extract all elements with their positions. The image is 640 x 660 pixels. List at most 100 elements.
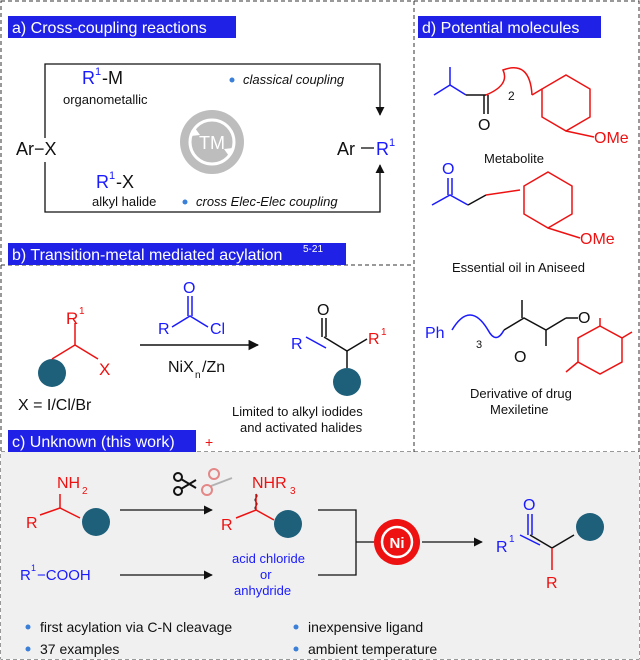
r1cooh-rest: −COOH (37, 567, 91, 584)
cross-elec-label: cross Elec-Elec coupling (196, 194, 338, 209)
prod-c-r1: R (496, 539, 508, 556)
r1x-sup: 1 (109, 170, 115, 182)
metabolite-sub2: 2 (508, 89, 515, 103)
reagent-sub-n: n (195, 370, 201, 381)
derivative-label-1: Derivative of drug (470, 386, 572, 401)
anethole-ome: OMe (580, 231, 615, 248)
plus-mark: + (205, 434, 213, 450)
acid-chloride-label: acid chloride (232, 551, 305, 566)
metabolite-ome: OMe (594, 130, 629, 147)
sub3: 3 (476, 339, 482, 351)
organometallic-label: organometallic (63, 92, 148, 107)
x-definition: X = I/Cl/Br (18, 397, 92, 414)
acyl-chloride-structure: O R Cl (158, 280, 225, 338)
bullet-2: inexpensive ligand (308, 619, 423, 635)
mex-ether-o: O (578, 310, 590, 327)
bullet-dot (293, 624, 299, 630)
metabolite-label: Metabolite (484, 151, 544, 166)
r1x-r: R (96, 172, 109, 192)
prod-b-r1-sup: 1 (381, 327, 387, 338)
r1-label: R (376, 139, 389, 159)
bullet-dot (25, 624, 31, 630)
activated-amine-structure: NHR 3 R (221, 475, 302, 538)
classical-route-arrow (44, 63, 385, 138)
panel-b-header-bg (8, 243, 346, 265)
panel-d-header: d) Potential molecules (422, 20, 579, 37)
ph-label: Ph (425, 325, 445, 342)
acyl-cl: Cl (210, 321, 225, 338)
prod-c-r1-sup: 1 (509, 534, 515, 545)
alkyl-halide-label: alkyl halide (92, 194, 156, 209)
amine-r: R (26, 515, 38, 532)
or-label: or (260, 567, 272, 582)
bullet-dot (25, 646, 31, 652)
r1cooh-sup1: 1 (31, 563, 36, 573)
scissors-icon (173, 468, 233, 496)
mex-ketone-o: O (514, 349, 526, 366)
anethole-structure: O OMe (431, 161, 615, 248)
r1-sup: 1 (389, 137, 395, 149)
prod-b-r1: R (368, 331, 380, 348)
panel-a-header-bg (8, 16, 236, 38)
panel-c-background (1, 452, 639, 659)
panel-b: b) Transition-metal mediated acylation 5… (8, 243, 387, 435)
bullet-3: 37 examples (40, 641, 119, 657)
nh2-label: NH (57, 475, 80, 492)
nh2-sub: 2 (82, 486, 88, 497)
metabolite-o: O (478, 117, 490, 134)
metabolite-structure: O 2 OMe (433, 67, 629, 147)
nickel-catalyst-icon: Ni (374, 519, 420, 565)
reagent-zn: /Zn (202, 359, 225, 376)
product-b-structure: O R R 1 (291, 302, 387, 396)
substrate-r1: R (66, 309, 78, 328)
limited-note-1: Limited to alkyl iodides (232, 404, 363, 419)
acyl-o: O (183, 280, 195, 297)
prod-b-o: O (317, 302, 329, 319)
mexiletine-derivative-structure: Ph 3 O O (425, 300, 633, 375)
nhr3-label: NHR (252, 475, 287, 492)
r1cooh-r: R (20, 567, 31, 584)
panel-c-header: c) Unknown (this work) (12, 434, 175, 451)
anhydride-label: anhydride (234, 583, 291, 598)
prod-b-r: R (291, 336, 303, 353)
panel-c-header-bg (8, 430, 196, 452)
substrate-x: X (99, 360, 110, 379)
substrate-bonds (51, 323, 76, 360)
bullet-4: ambient temperature (308, 641, 437, 657)
substrate-ball-icon (38, 359, 66, 387)
panel-a: a) Cross-coupling reactions Ar−X Ar R 1 … (8, 16, 395, 213)
tm-catalyst-icon: TM (180, 110, 244, 174)
reagent-nix: NiX (168, 359, 194, 376)
bullet-dot (293, 646, 299, 652)
nhr3-sub: 3 (290, 486, 296, 497)
essential-oil-label: Essential oil in Aniseed (452, 260, 585, 275)
cross-elec-route-arrow (44, 162, 385, 213)
r1m-sup: 1 (95, 66, 101, 78)
derivative-label-2: Mexiletine (490, 402, 549, 417)
ni-label: Ni (390, 535, 405, 552)
prod-c-o: O (523, 497, 535, 514)
acyl-r: R (158, 321, 170, 338)
activated-r: R (221, 517, 233, 534)
product-c-structure: O R 1 R (496, 497, 604, 592)
classical-coupling-label: classical coupling (243, 72, 345, 87)
amine-substrate-structure: NH 2 R (26, 475, 110, 536)
r1m-m: -M (102, 68, 123, 88)
panel-d-header-bg (418, 16, 601, 38)
prod-c-r: R (546, 575, 558, 592)
r1m-r: R (82, 68, 95, 88)
r1x-x: -X (116, 172, 134, 192)
substrate-r1-sup: 1 (79, 306, 85, 317)
limited-note-2: and activated halides (240, 420, 363, 435)
panel-c: c) Unknown (this work) + NH 2 R R 2 1 −C… (8, 430, 604, 657)
ar-label: Ar (337, 139, 355, 159)
panel-a-header: a) Cross-coupling reactions (12, 20, 207, 37)
anethole-o: O (442, 161, 454, 178)
ar-x-label: Ar−X (16, 139, 57, 159)
tm-label: TM (199, 133, 225, 153)
substrate-cx-bond (74, 344, 99, 360)
bullet-dot (229, 77, 235, 83)
panel-d: d) Potential molecules O 2 OMe Metabolit… (418, 16, 633, 417)
